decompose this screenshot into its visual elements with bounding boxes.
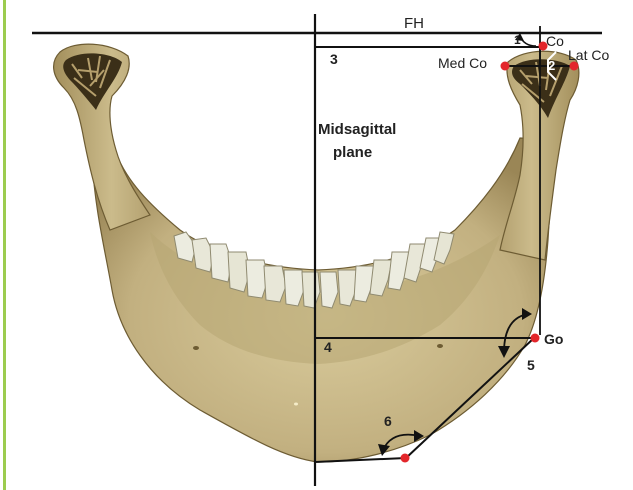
angle-arc-1	[520, 36, 536, 46]
midsagittal-label-line2: plane	[333, 144, 372, 161]
label-5: 5	[527, 357, 535, 373]
landmark-go-dot	[531, 334, 540, 343]
co-label: Co	[546, 33, 564, 49]
mental-foramen-left	[193, 346, 199, 350]
go-label: Go	[544, 331, 563, 347]
label-1: 1	[514, 33, 521, 47]
lat-co-label: Lat Co	[568, 47, 609, 63]
med-co-label: Med Co	[438, 55, 487, 71]
mental-foramen-right	[437, 344, 443, 348]
landmark-menton-dot	[401, 454, 410, 463]
label-2: 2	[548, 58, 555, 73]
accent-bar	[3, 0, 6, 490]
midsagittal-label-line1: Midsagittal	[318, 121, 396, 138]
mental-tubercle-highlight	[294, 403, 298, 406]
landmark-med-co-dot	[501, 62, 510, 71]
label-4: 4	[324, 339, 332, 355]
label-6: 6	[384, 413, 392, 429]
label-3: 3	[330, 51, 338, 67]
fh-label: FH	[404, 15, 424, 32]
